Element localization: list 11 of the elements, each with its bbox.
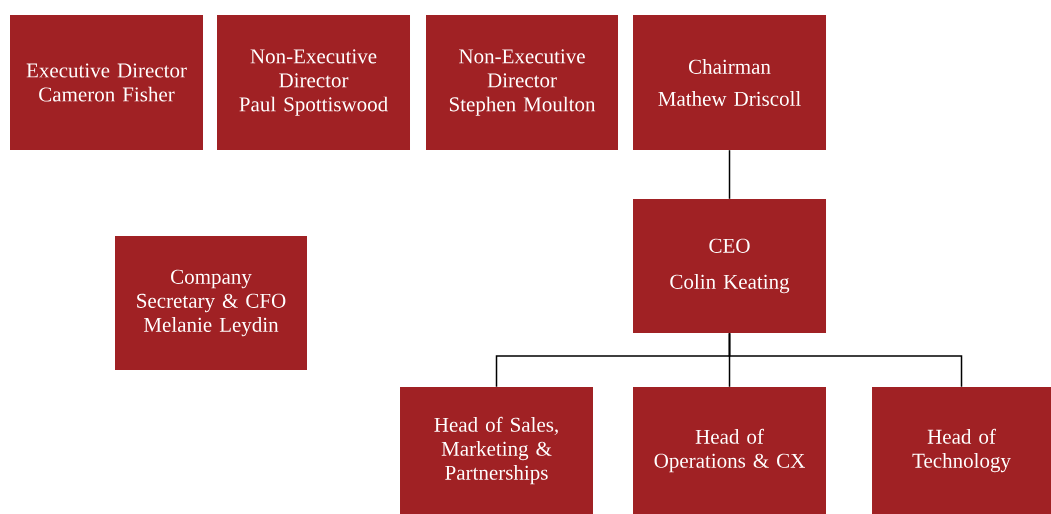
role-box: Non-Executive Director Stephen Moulton: [426, 15, 618, 150]
role-box: Head of Technology: [872, 387, 1051, 514]
role-box: Chairman Mathew Driscoll: [633, 15, 826, 150]
role-box: Head of Sales, Marketing & Partnerships: [400, 387, 593, 514]
role-box: Company Secretary & CFO Melanie Leydin: [115, 236, 307, 370]
role-box: CEO Colin Keating: [633, 199, 826, 333]
connector-line: [728, 332, 963, 388]
role-box: Non-Executive Director Paul Spottiswood: [217, 15, 410, 150]
role-box: Head of Operations & CX: [633, 387, 826, 514]
connector-line: [728, 149, 731, 200]
role-box: Executive Director Cameron Fisher: [10, 15, 203, 150]
